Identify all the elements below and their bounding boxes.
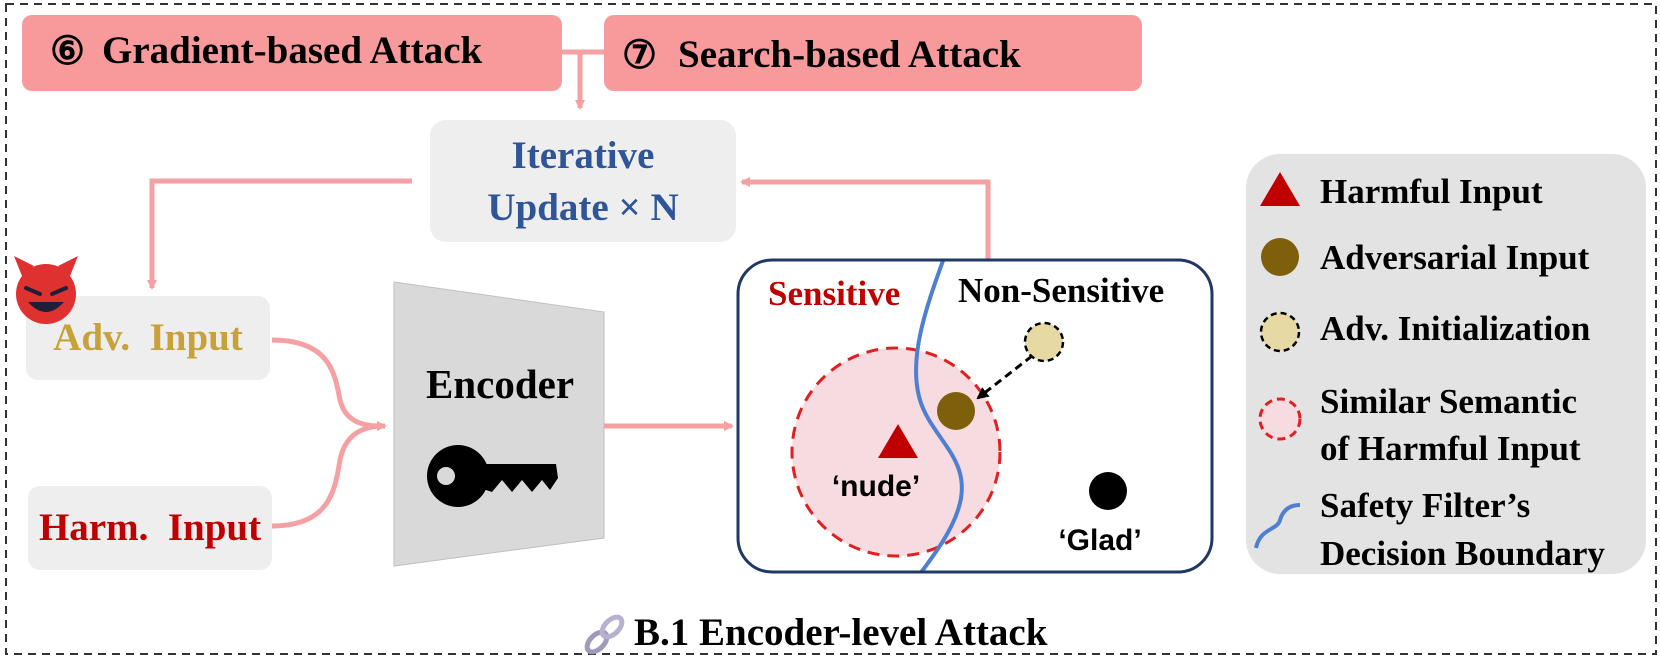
- search-attack-label: Search-based Attack: [678, 33, 1021, 76]
- encoder-block: [393, 281, 605, 567]
- iterative-line1: Iterative: [512, 134, 655, 177]
- non-sensitive-label: Non-Sensitive: [958, 271, 1164, 310]
- iterative-update-box: [430, 120, 736, 242]
- search-attack-box: [604, 15, 1142, 91]
- iterative-to-adv-arrow: [147, 178, 412, 290]
- adversarial-input-marker: [937, 392, 975, 430]
- sensitive-label: Sensitive: [768, 274, 900, 313]
- legend-initialization-label: Adv. Initialization: [1320, 309, 1590, 348]
- legend-adversarial-label: Adversarial Input: [1320, 238, 1590, 277]
- adv-initialization-marker: [1023, 321, 1065, 363]
- smiling-devil-icon: [14, 256, 78, 324]
- link-icon: [584, 614, 625, 655]
- harm-input-label: Harm. Input: [39, 506, 261, 549]
- glad-label: ‘Glad’: [1058, 524, 1141, 557]
- harmful-input-marker: [878, 424, 918, 458]
- caption: B.1 Encoder-level Attack: [634, 611, 1048, 654]
- glad-marker: [1089, 472, 1127, 510]
- key-icon: [427, 445, 558, 507]
- feedback-arrow: [740, 177, 991, 260]
- encoder-label: Encoder: [426, 361, 574, 407]
- nude-label: ‘nude’: [832, 470, 920, 503]
- legend-boundary-line2: Decision Boundary: [1320, 534, 1605, 573]
- legend-similar-line2: of Harmful Input: [1320, 429, 1581, 468]
- gradient-attack-label: Gradient-based Attack: [102, 29, 483, 72]
- legend-adversarial-marker: [1261, 238, 1299, 276]
- legend-boundary-marker: [1254, 503, 1301, 549]
- gradient-attack-box: [22, 15, 562, 91]
- legend-harmful-label: Harmful Input: [1320, 172, 1543, 211]
- optimization-arrow: [976, 354, 1033, 400]
- adv-input-box: [26, 296, 270, 380]
- harm-to-encoder-curve: [271, 421, 387, 529]
- adv-input-label: Adv. Input: [53, 316, 243, 359]
- harm-input-box: [28, 486, 272, 570]
- search-attack-number: ⑦: [622, 34, 657, 77]
- gradient-attack-number: ⑥: [50, 30, 85, 73]
- legend-initialization-marker: [1259, 311, 1301, 353]
- legend-similar-line1: Similar Semantic: [1320, 382, 1577, 421]
- legend-similar-marker: [1258, 397, 1302, 441]
- legend-boundary-line1: Safety Filter’s: [1320, 486, 1530, 525]
- adv-to-encoder-curve: [271, 337, 381, 429]
- legend-box: [1246, 154, 1646, 574]
- legend-harmful-marker: [1260, 172, 1300, 206]
- decision-boundary: [913, 260, 964, 572]
- iterative-line2: Update × N: [487, 186, 678, 229]
- outer-frame: [5, 3, 1657, 655]
